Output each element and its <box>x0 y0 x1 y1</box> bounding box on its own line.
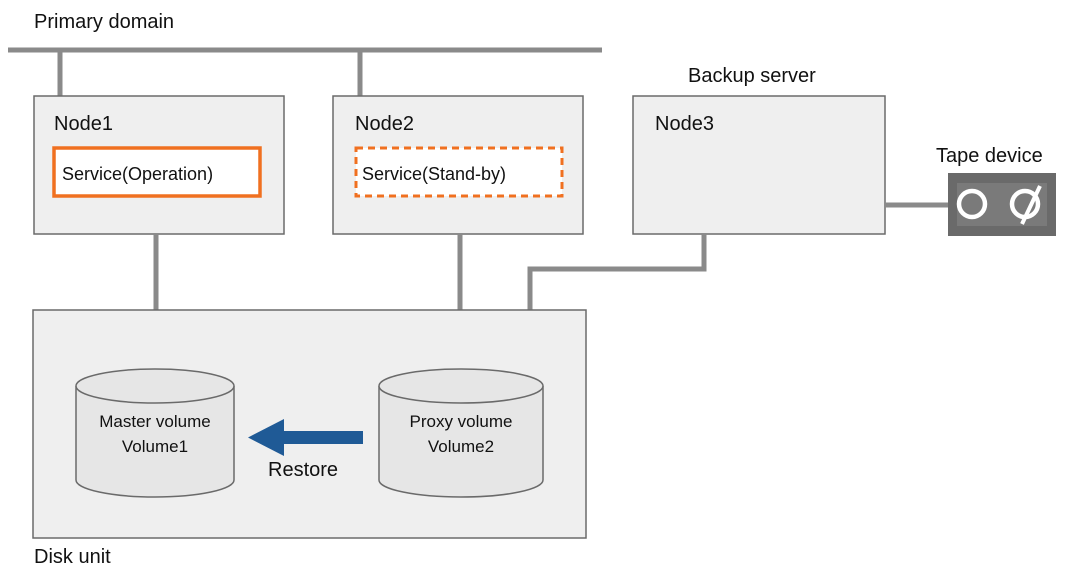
backup-server-label: Backup server <box>688 65 816 87</box>
service-operation-box[interactable] <box>52 146 262 198</box>
disk-unit-label: Disk unit <box>34 546 111 568</box>
service-standby-box[interactable] <box>354 146 564 198</box>
tape-device-label: Tape device <box>936 145 1043 167</box>
proxy-volume-name: Proxy volume <box>410 412 513 431</box>
service-operation-label: Service(Operation) <box>62 164 213 184</box>
master-volume-cylinder-icon[interactable] <box>75 368 235 498</box>
service-standby-label: Service(Stand-by) <box>362 164 506 184</box>
node3-box[interactable] <box>632 95 886 235</box>
link-node3-disk <box>527 234 707 310</box>
primary-domain-label: Primary domain <box>34 11 174 33</box>
node2-label: Node2 <box>355 113 414 135</box>
tape-reel-icon[interactable] <box>948 173 1056 236</box>
proxy-volume-id: Volume2 <box>428 437 494 456</box>
master-volume-id: Volume1 <box>122 437 188 456</box>
node3-label: Node3 <box>655 113 714 135</box>
proxy-volume-cylinder-icon[interactable] <box>378 368 544 498</box>
node1-label: Node1 <box>54 113 113 135</box>
restore-label: Restore <box>268 459 338 481</box>
master-volume-name: Master volume <box>99 412 210 431</box>
restore-arrow-left-icon <box>248 419 363 456</box>
